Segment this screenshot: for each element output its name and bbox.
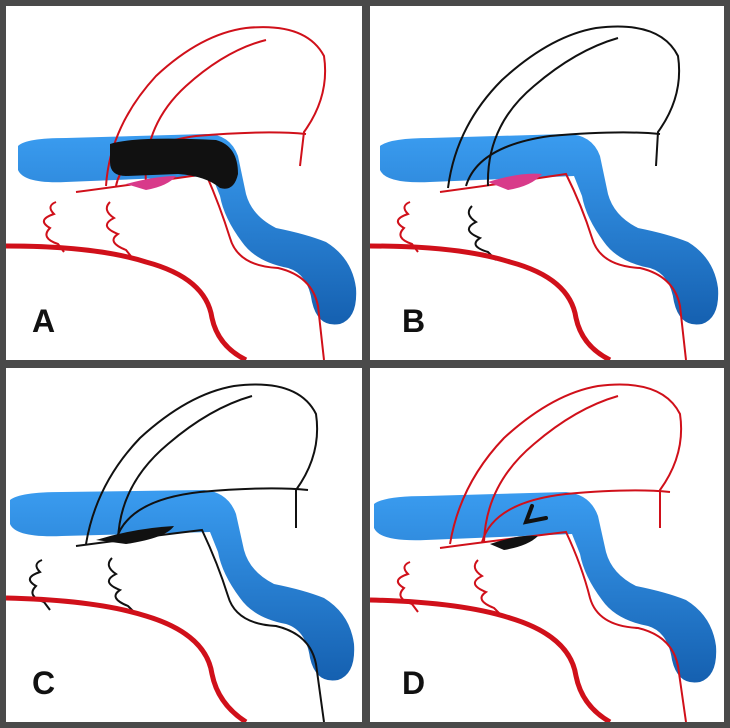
main-artery (6, 243, 248, 360)
panel-d: D (370, 368, 724, 722)
venous-sinus (380, 134, 719, 325)
arterial-vessels (397, 383, 687, 722)
panel-a: A (6, 6, 362, 360)
occluded-vessels (29, 383, 325, 722)
main-artery (6, 595, 248, 722)
occlusion (110, 138, 238, 189)
venous-sinus (10, 490, 355, 681)
panel-b: B (370, 6, 724, 360)
clot (488, 173, 542, 190)
main-artery (370, 597, 612, 722)
panel-a-illustration (6, 26, 357, 360)
main-artery (370, 243, 612, 360)
panel-label-d: D (402, 665, 426, 701)
panel-d-illustration (370, 383, 717, 722)
clot (490, 535, 538, 550)
panel-label-b: B (402, 303, 426, 339)
panel-c-illustration (6, 383, 355, 722)
arterial-vessels (397, 172, 687, 360)
arterial-vessels (43, 26, 327, 360)
venous-sinus (374, 492, 717, 683)
occluded-vessels (447, 25, 681, 261)
panel-c: C (6, 368, 362, 722)
occlusion (96, 526, 174, 544)
residual-occlusion (522, 504, 548, 525)
panel-label-a: A (32, 303, 56, 339)
clot (126, 176, 176, 190)
panel-b-illustration (370, 25, 719, 360)
panel-label-c: C (32, 665, 56, 701)
